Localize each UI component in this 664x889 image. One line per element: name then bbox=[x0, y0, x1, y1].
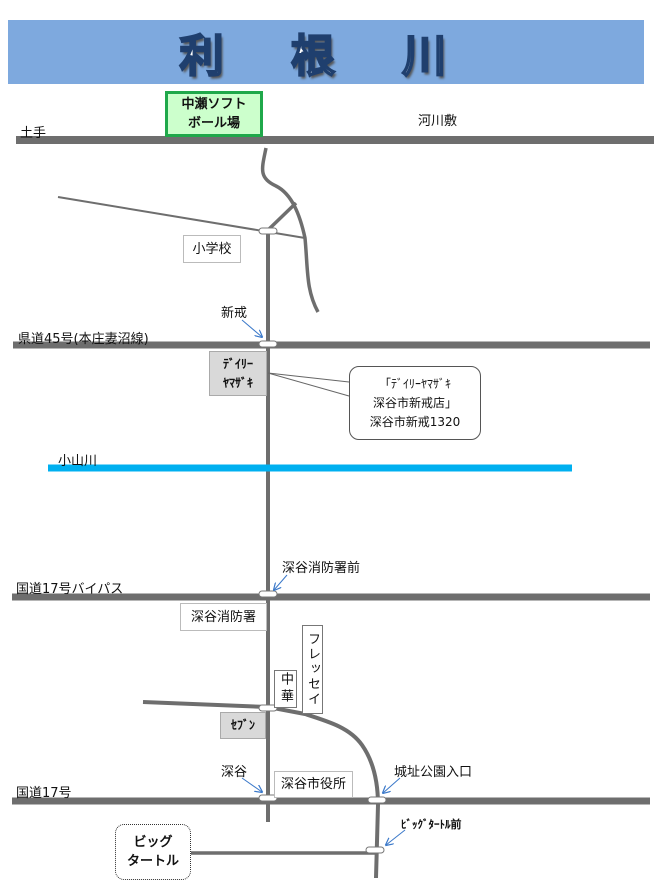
callout-pointer bbox=[267, 372, 350, 397]
winding-road bbox=[260, 147, 320, 313]
river-label: 小山川 bbox=[58, 454, 98, 469]
traffic-signal-icon bbox=[258, 704, 278, 712]
school-label: 小学校 bbox=[192, 241, 232, 257]
city-hall-label: 深谷市役所 bbox=[280, 777, 346, 792]
r17bypass-label: 国道17号バイパス bbox=[16, 582, 124, 597]
fire-station-box: 深谷消防署 bbox=[180, 603, 267, 631]
signal-fire-front-label: 深谷消防署前 bbox=[282, 561, 361, 576]
signal-castle-park-label: 城址公園入口 bbox=[394, 765, 473, 780]
arrow-icon bbox=[383, 777, 401, 793]
traffic-signal-icon bbox=[365, 846, 385, 854]
seven-box: ｾﾌﾞﾝ bbox=[220, 712, 266, 739]
traffic-signal-icon bbox=[258, 227, 278, 235]
pref45-label: 県道45号(本庄妻沼線) bbox=[18, 332, 149, 347]
seven-label: ｾﾌﾞﾝ bbox=[230, 718, 255, 732]
callout-line2: 深谷市新戒店」 bbox=[372, 395, 457, 410]
callout-line3: 深谷市新戒1320 bbox=[369, 414, 461, 429]
turtle-line2: タートル bbox=[126, 854, 179, 869]
school-box: 小学校 bbox=[183, 235, 241, 263]
fressay-label: フレッセイ bbox=[305, 632, 320, 707]
traffic-signal-icon bbox=[367, 796, 387, 804]
traffic-signal-icon bbox=[258, 340, 278, 348]
callout-line1: 「ﾃﾞｲﾘｰﾔﾏｻﾞｷ bbox=[378, 376, 451, 391]
fire-station-label: 深谷消防署 bbox=[190, 609, 256, 625]
arrow-icon bbox=[386, 829, 406, 845]
map-title: 利 根 川 bbox=[179, 30, 473, 83]
callout-pointer bbox=[267, 372, 350, 383]
city-hall-box: 深谷市役所 bbox=[274, 771, 353, 798]
venue-nakase-softball: 中瀬ソフト ボール場 bbox=[165, 91, 263, 137]
traffic-signal-icon bbox=[258, 590, 278, 598]
signal-shinkai-label: 新戒 bbox=[221, 306, 248, 321]
big-turtle-box: ビッグ タートル bbox=[115, 824, 191, 880]
fressay-box: フレッセイ bbox=[302, 625, 323, 714]
levee-label: 土手 bbox=[20, 126, 47, 141]
riverbed-label: 河川敷 bbox=[418, 114, 458, 129]
daily-line1: ﾃﾞｲﾘｰ bbox=[222, 356, 253, 371]
arrow-icon bbox=[241, 319, 262, 337]
signal-big-turtle-front-label: ﾋﾞｯｸﾞﾀｰﾄﾙ前 bbox=[401, 818, 462, 831]
daily-line2: ﾔﾏｻﾞｷ bbox=[222, 375, 253, 390]
r17-label: 国道17号 bbox=[16, 786, 72, 801]
branch-road bbox=[266, 201, 298, 232]
daily-yamazaki-box: ﾃﾞｲﾘｰ ﾔﾏｻﾞｷ bbox=[209, 351, 267, 396]
signal-fukaya-label: 深谷 bbox=[221, 765, 248, 780]
chinese-box: 中華 bbox=[274, 670, 297, 708]
lower-curved-road bbox=[142, 700, 381, 879]
traffic-signal-icon bbox=[258, 794, 278, 802]
venue-name-line2: ボール場 bbox=[187, 116, 240, 131]
store-callout: 「ﾃﾞｲﾘｰﾔﾏｻﾞｷ 深谷市新戒店」 深谷市新戒1320 bbox=[349, 366, 481, 440]
turtle-line1: ビッグ bbox=[133, 835, 173, 850]
arrow-icon bbox=[241, 777, 262, 792]
chinese-label: 中華 bbox=[278, 672, 293, 706]
title-banner: 利 根 川 bbox=[8, 20, 644, 84]
arrow-icon bbox=[274, 574, 288, 590]
venue-name-line1: 中瀬ソフト bbox=[181, 97, 247, 112]
